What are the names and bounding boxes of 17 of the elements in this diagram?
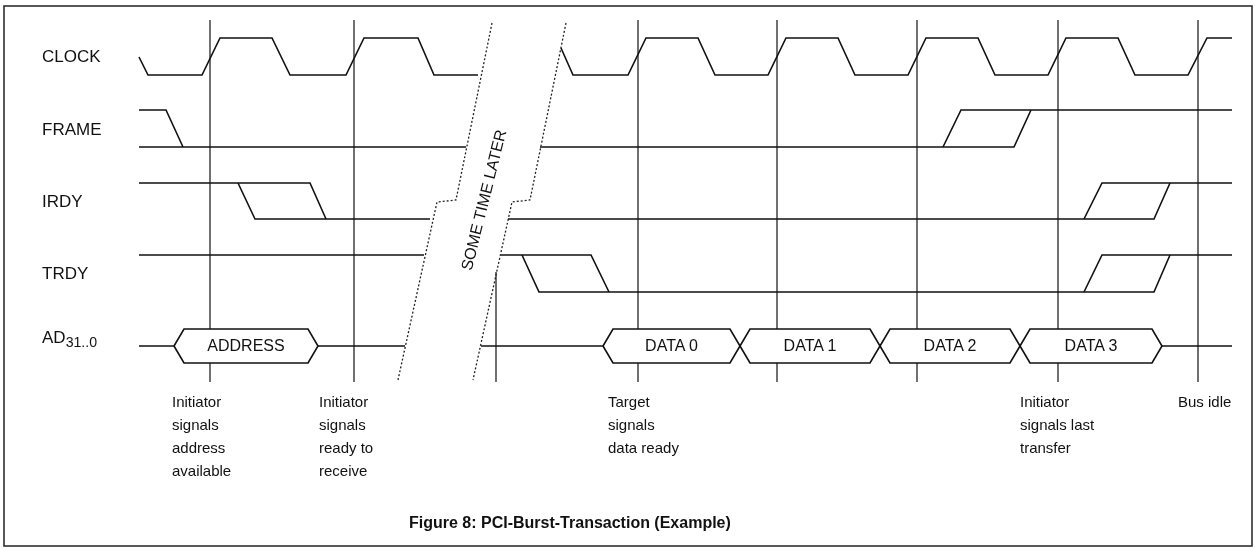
signal-name: TRDY [42, 263, 89, 285]
signal-name: CLOCK [42, 46, 101, 68]
event-note: Bus idle [1178, 392, 1233, 412]
time-break-label: SOME TIME LATER [457, 127, 511, 273]
signal-name: FRAME [42, 119, 102, 141]
event-note: Initiator signals last transfer [1020, 392, 1096, 458]
event-note: Initiator signals ready to receive [319, 392, 375, 481]
bus-value-hexagon: DATA 2 [880, 328, 1020, 364]
signal-name: IRDY [42, 191, 83, 213]
event-note: Initiator signals address available [172, 392, 233, 481]
bus-value-hexagon: DATA 0 [603, 328, 740, 364]
bus-value-hexagon: DATA 3 [1020, 328, 1162, 364]
bus-value-hexagon: ADDRESS [174, 328, 318, 364]
bus-value-hexagon: DATA 1 [740, 328, 880, 364]
event-note: Target signals data ready [608, 392, 680, 458]
signal-name: AD$_{31..0}$ [42, 327, 98, 353]
figure-caption: Figure 8: PCI-Burst-Transaction (Example) [409, 514, 731, 532]
